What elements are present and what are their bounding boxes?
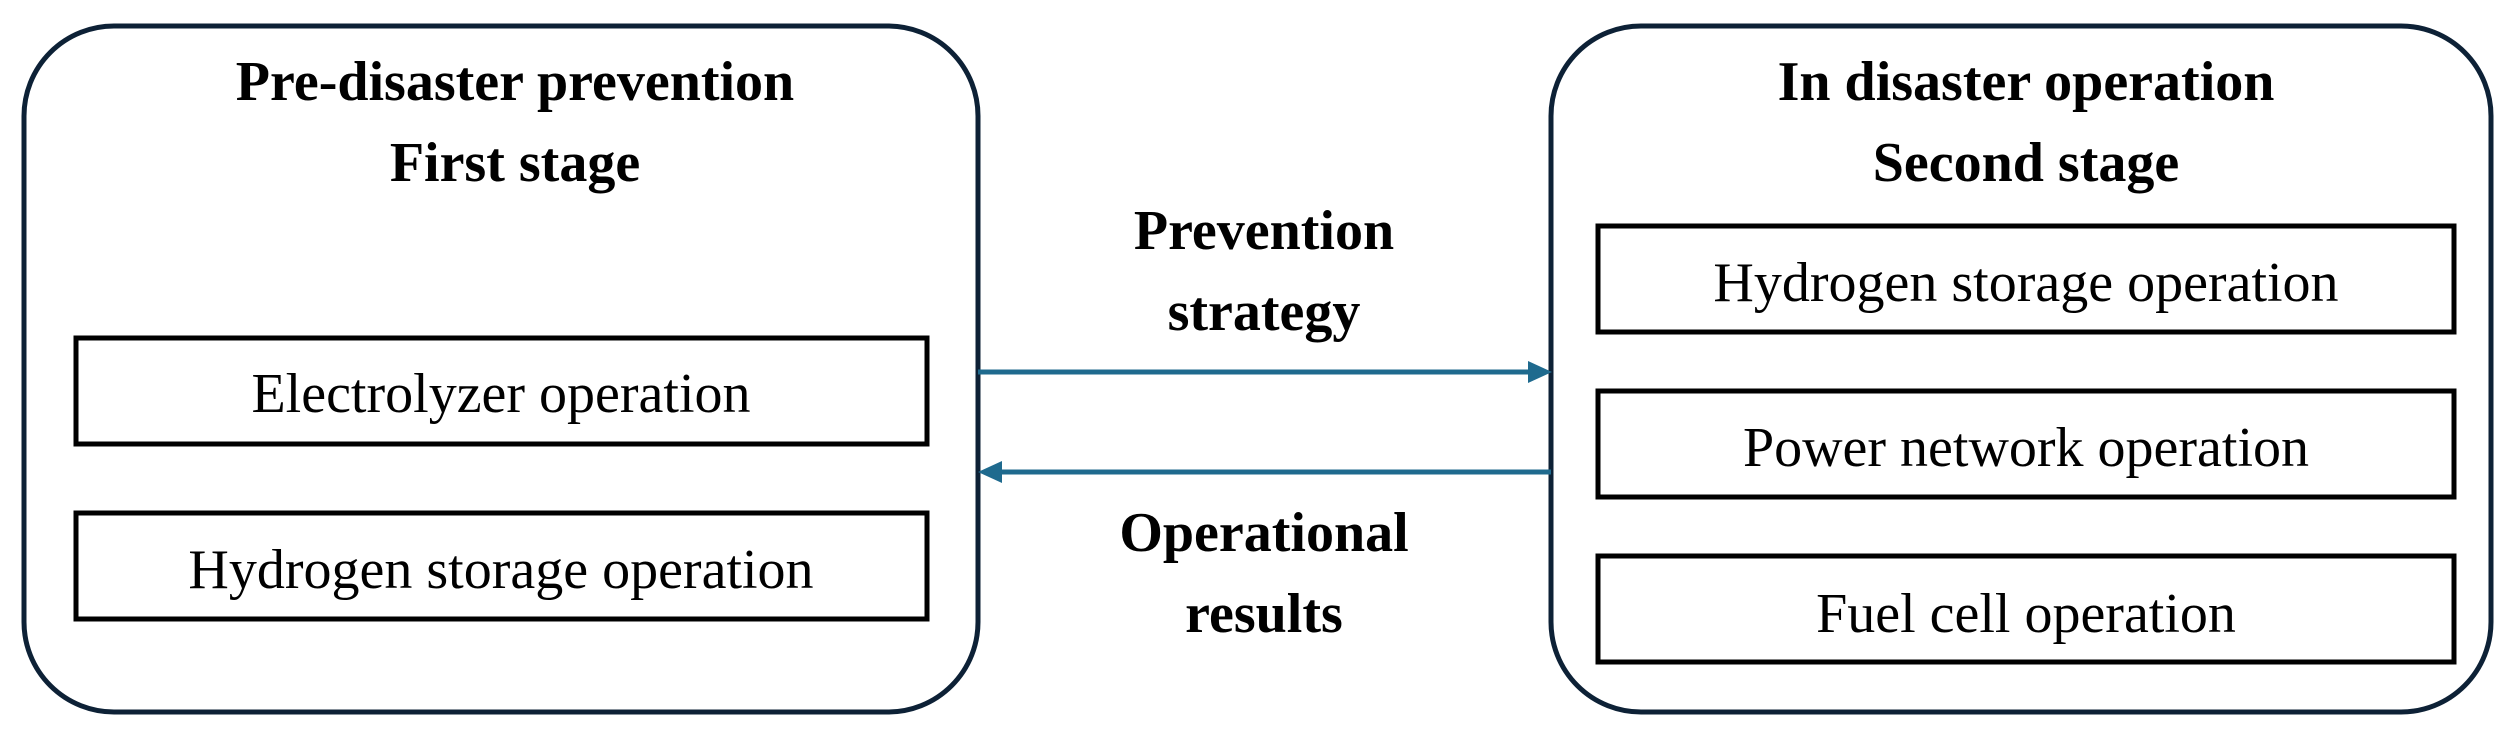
second-stage-panel: In disaster operation Second stage Hydro… bbox=[1548, 23, 2494, 715]
forward-arrow-group: Prevention strategy bbox=[978, 200, 1552, 383]
first-stage-op-electrolyzer: Electrolyzer operation bbox=[251, 363, 750, 425]
backward-arrow-label-line1: Operational bbox=[1119, 502, 1408, 564]
first-stage-title-line1: Pre-disaster prevention bbox=[236, 51, 794, 113]
second-stage-title-line2: Second stage bbox=[1873, 132, 2179, 194]
second-stage-op-fuel-cell: Fuel cell operation bbox=[1816, 583, 2236, 645]
first-stage-title-line2: First stage bbox=[390, 132, 640, 194]
second-stage-title-line1: In disaster operation bbox=[1778, 51, 2275, 113]
first-stage-panel: Pre-disaster prevention First stage Elec… bbox=[21, 23, 981, 715]
backward-arrow-label-line2: results bbox=[1185, 583, 1343, 645]
second-stage-op-box-power bbox=[1595, 388, 2457, 500]
backward-arrow-group: Operational results bbox=[978, 461, 1551, 645]
second-stage-op-box-hydrogen bbox=[1595, 223, 2457, 335]
second-stage-box bbox=[1548, 23, 2494, 715]
forward-arrow-head bbox=[1528, 361, 1552, 383]
forward-arrow-label-line2: strategy bbox=[1168, 281, 1361, 343]
second-stage-op-power-network: Power network operation bbox=[1743, 417, 2309, 479]
second-stage-op-hydrogen-storage: Hydrogen storage operation bbox=[1713, 252, 2338, 314]
backward-arrow-head bbox=[978, 461, 1002, 483]
second-stage-op-box-fuel-cell bbox=[1595, 553, 2457, 665]
first-stage-op-box-hydrogen bbox=[73, 510, 930, 622]
first-stage-op-box-electrolyzer bbox=[73, 335, 930, 447]
forward-arrow-label-line1: Prevention bbox=[1134, 200, 1394, 262]
first-stage-op-hydrogen-storage: Hydrogen storage operation bbox=[188, 539, 813, 601]
